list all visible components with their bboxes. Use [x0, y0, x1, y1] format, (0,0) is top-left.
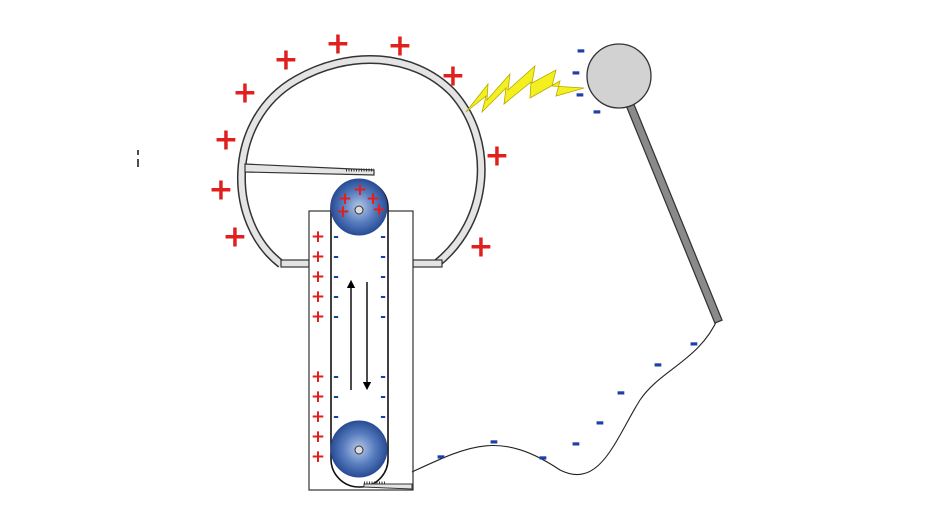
dome-flange-right [412, 259, 443, 268]
dome-positive-charge: + [273, 43, 298, 78]
belt-negative-charge: - [333, 249, 339, 265]
top-roller-icon [330, 178, 388, 236]
upper-brush [244, 163, 375, 176]
dome-positive-charge: + [440, 59, 465, 94]
belt-positive-charge: + [311, 267, 325, 287]
dome [237, 55, 486, 268]
belt-negative-charge: - [380, 389, 386, 405]
belt-negative-charge: - [380, 229, 386, 245]
roller-positive-charge: + [338, 189, 352, 209]
dome-positive-charge: + [232, 76, 257, 111]
wire-negative-charge: - [489, 430, 498, 455]
belt-negative-charge: - [380, 269, 386, 285]
bottom-roller-icon [330, 420, 388, 478]
belt-negative-charge: - [333, 389, 339, 405]
wire-negative-charge: - [538, 446, 547, 471]
belt-negative-charge: - [333, 409, 339, 425]
belt-negative-charge: - [380, 309, 386, 325]
dome-positive-charge: + [213, 123, 238, 158]
dome-flange-left [280, 259, 310, 268]
dome-positive-charge: + [468, 230, 493, 265]
sphere-negative-charge: - [576, 39, 585, 64]
belt-direction-arrows-icon [346, 279, 372, 391]
wire-negative-charge: - [436, 445, 445, 470]
roller-positive-charge: + [372, 200, 386, 220]
dome-positive-charge: + [222, 220, 247, 255]
sphere-negative-charge: - [571, 61, 580, 86]
sphere-negative-charge: - [575, 83, 584, 108]
wire-negative-charge: - [616, 381, 625, 406]
wire-negative-charge: - [653, 353, 662, 378]
belt-positive-charge: + [311, 367, 325, 387]
wire-negative-charge: - [689, 332, 698, 357]
belt-positive-charge: + [311, 307, 325, 327]
belt-negative-charge: - [333, 309, 339, 325]
dome-positive-charge: + [325, 27, 350, 62]
belt-negative-charge: - [333, 369, 339, 385]
charge-symbols: +++++++++++++++++++++++++---------------… [208, 27, 698, 471]
wire-negative-charge: - [571, 432, 580, 457]
belt-negative-charge: - [333, 269, 339, 285]
dome-positive-charge: + [208, 173, 233, 208]
lower-brush [363, 481, 413, 490]
belt-negative-charge: - [380, 289, 386, 305]
roller-positive-charge: + [353, 180, 367, 200]
belt-negative-charge: - [380, 409, 386, 425]
belt-positive-charge: + [311, 387, 325, 407]
roller-positive-charge: + [336, 202, 350, 222]
sphere-icon [586, 43, 652, 109]
belt-positive-charge: + [311, 287, 325, 307]
belt-positive-charge: + [311, 427, 325, 447]
belt-positive-charge: + [311, 227, 325, 247]
belt-positive-charge: + [311, 447, 325, 467]
dome-positive-charge: + [484, 139, 509, 174]
lightning-bolt-icon [465, 64, 585, 114]
belt-negative-charge: - [380, 369, 386, 385]
belt-negative-charge: - [333, 289, 339, 305]
belt-positive-charge: + [311, 407, 325, 427]
belt-negative-charge: - [380, 249, 386, 265]
dome-positive-charge: + [387, 29, 412, 64]
ground-wire [411, 317, 719, 476]
wire-negative-charge: - [595, 411, 604, 436]
sphere-negative-charge: - [592, 100, 601, 125]
belt-positive-charge: + [311, 247, 325, 267]
belt-negative-charge: - [333, 229, 339, 245]
roller-positive-charge: + [366, 189, 380, 209]
discharge-wand [586, 43, 723, 324]
